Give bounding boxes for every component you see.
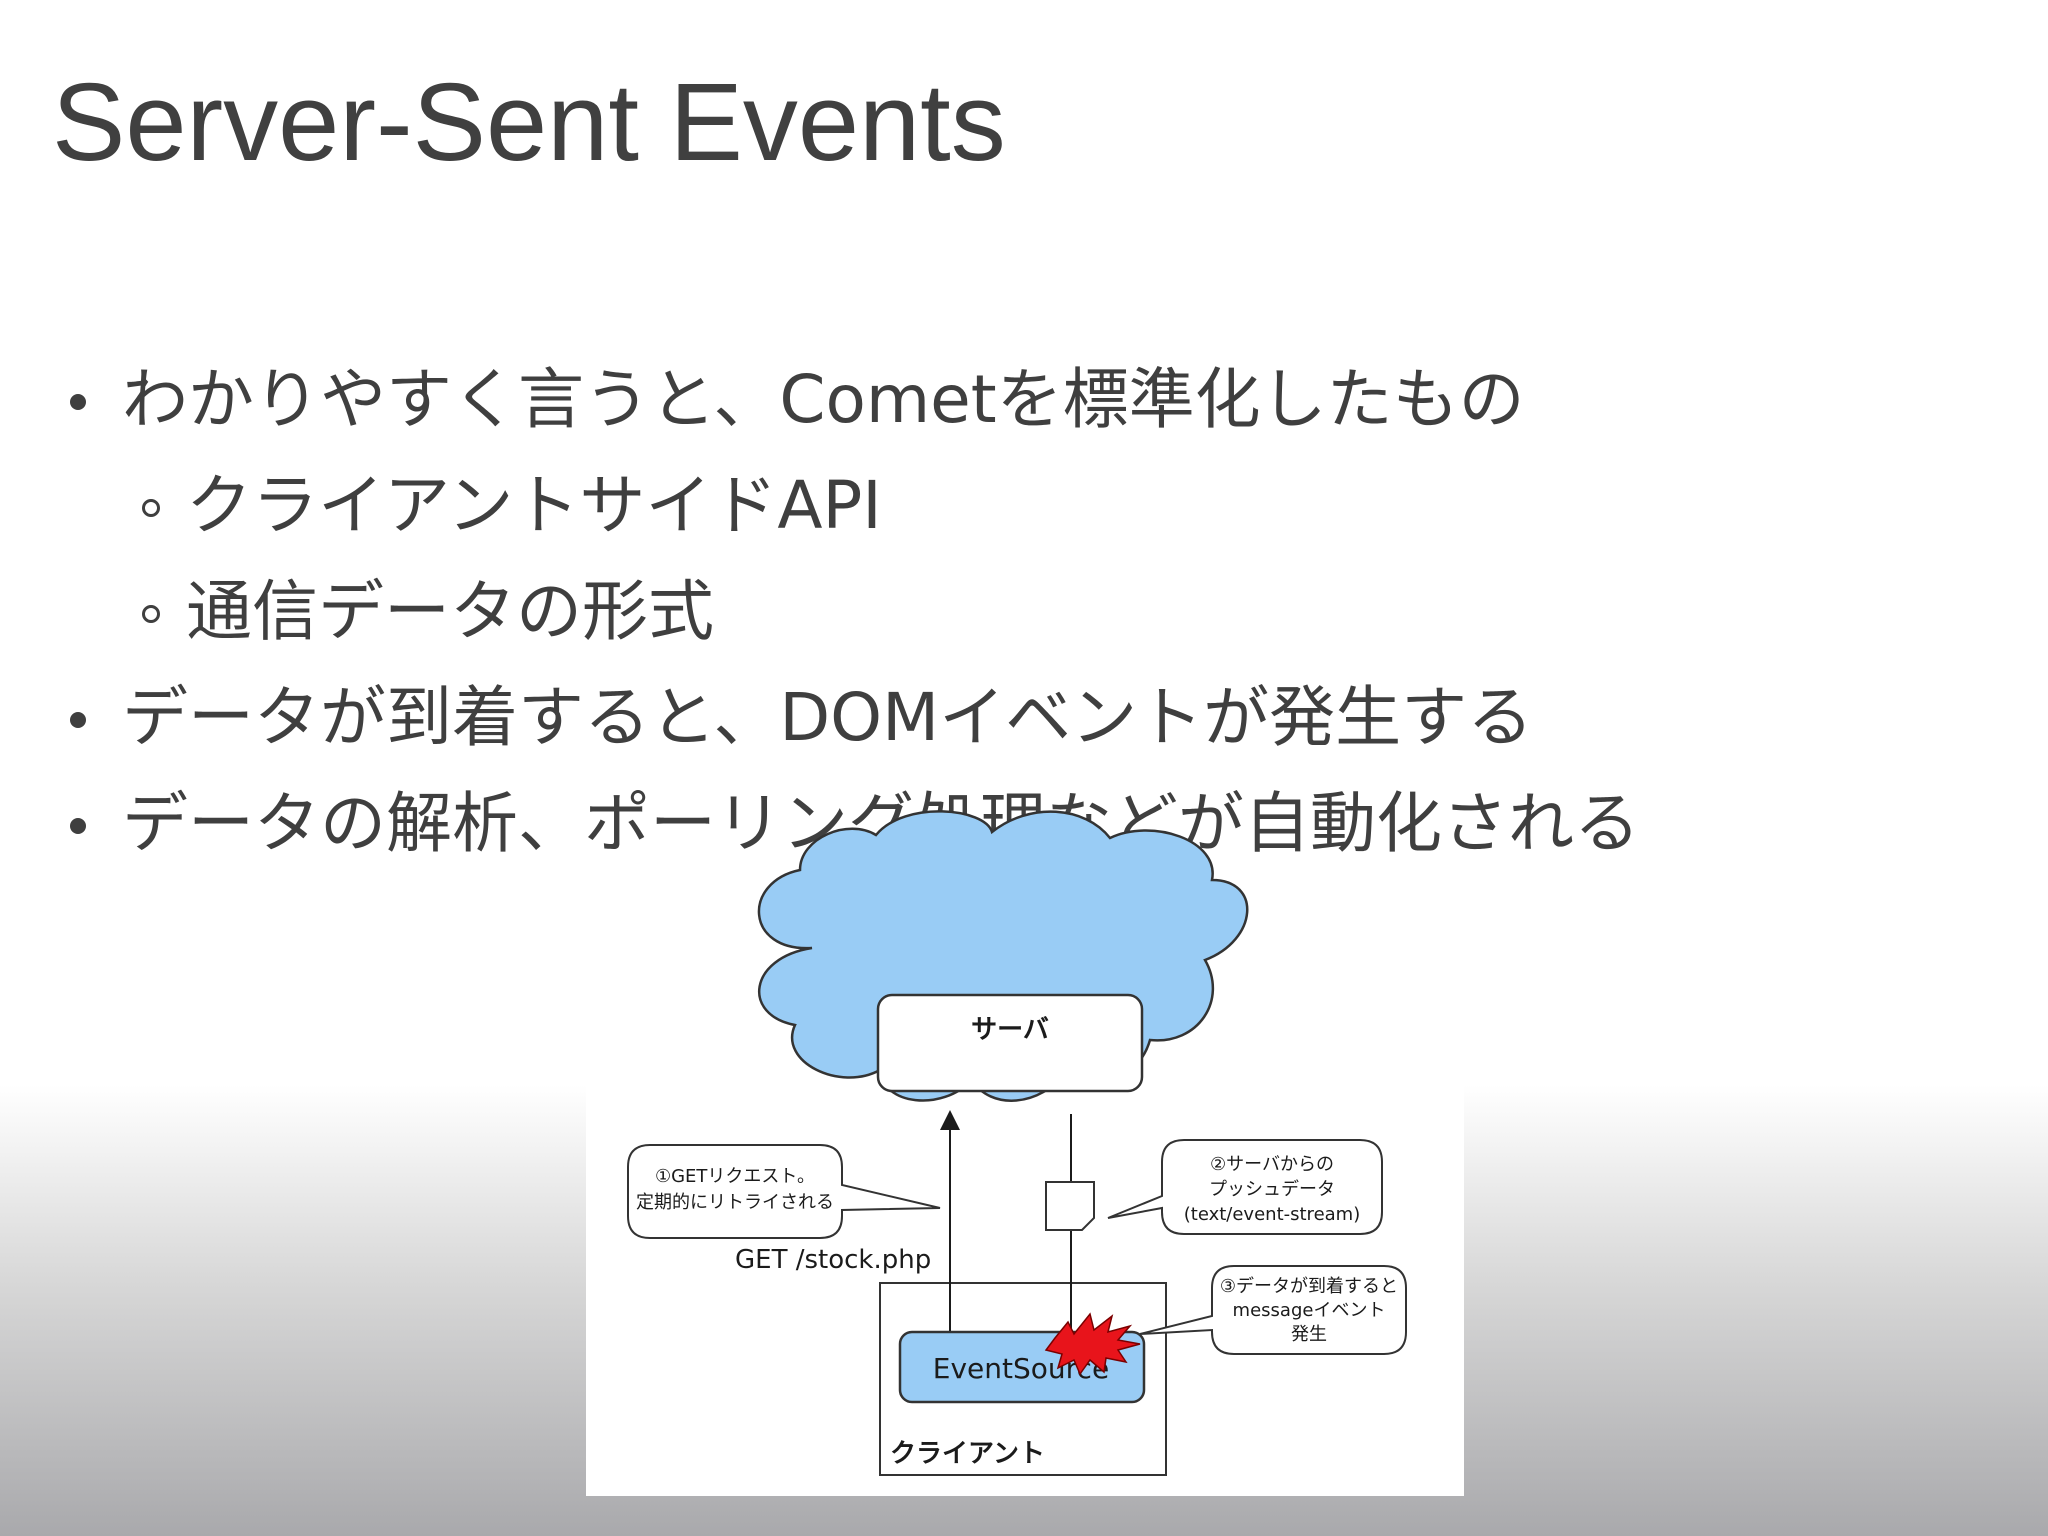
server-box: [876, 993, 1144, 1093]
bullet-dot-icon: [70, 818, 86, 834]
callout-event-text-3: 発生: [1291, 1324, 1327, 1345]
bullet-dot-icon: [70, 394, 86, 410]
callout-push-data: [1107, 1139, 1383, 1235]
bullet-item-2: データが到着すると、DOMイベントが発生する: [122, 679, 1534, 756]
get-request-label: GET /stock.php: [735, 1245, 931, 1275]
callout-message-event: [1139, 1265, 1407, 1355]
sub-bullet-item-2: 通信データの形式: [186, 573, 714, 650]
document-icon: [1045, 1181, 1095, 1231]
callout-event-text-1: ③データが到着すると: [1220, 1276, 1398, 1297]
callout-push-text-2: プッシュデータ: [1209, 1179, 1335, 1200]
slide-title: Server-Sent Events: [52, 61, 1006, 184]
callout-push-text-1: ②サーバからの: [1210, 1154, 1334, 1175]
callout-get-text-1: ①GETリクエスト。: [655, 1166, 815, 1187]
bullet-item-1: わかりやすく言うと、Cometを標準化したもの: [122, 361, 1525, 438]
sub-bullet-item-1: クライアントサイドAPI: [186, 467, 882, 544]
callout-get-request: [627, 1144, 941, 1239]
event-burst-icon: [1044, 1312, 1141, 1376]
callout-push-text-3: (text/event-stream): [1184, 1204, 1360, 1225]
callout-get-text-2: 定期的にリトライされる: [636, 1192, 834, 1213]
server-label: サーバ: [971, 1015, 1049, 1045]
client-label: クライアント: [890, 1439, 1045, 1469]
sub-bullet-circle-icon: [142, 605, 160, 623]
callout-event-text-2: messageイベント: [1233, 1300, 1386, 1321]
bullet-dot-icon: [70, 712, 86, 728]
sub-bullet-circle-icon: [142, 499, 160, 517]
